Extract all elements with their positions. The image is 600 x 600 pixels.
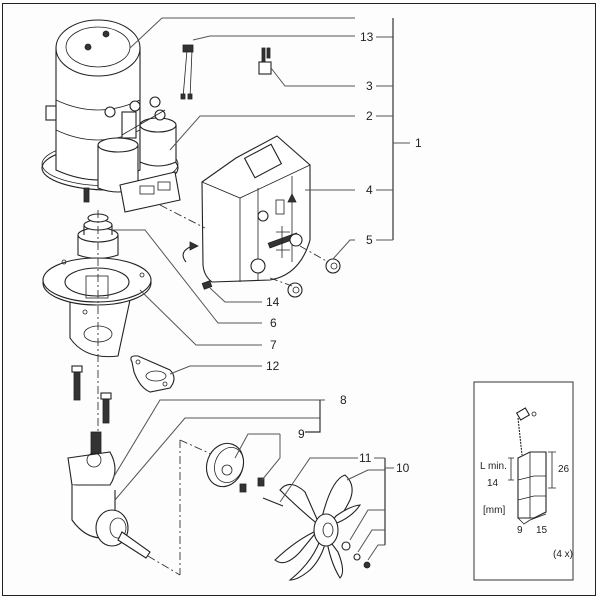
callout-3: 3 [366, 79, 373, 93]
leader-lines [112, 17, 410, 561]
callout-10: 10 [396, 461, 410, 475]
coupling-part [77, 213, 119, 260]
brush-unit: [mm] [483, 505, 505, 516]
bolt-part [71, 365, 112, 424]
cable-part [180, 44, 194, 100]
mounting-flange-part [42, 257, 152, 358]
callout-1: 1 [415, 136, 422, 150]
gearbox-part [67, 431, 151, 559]
callout-8: 8 [340, 393, 347, 407]
gasket-part [130, 355, 175, 393]
callout-9: 9 [298, 427, 305, 441]
carbon-brush-inset: 26 L min. 14 [mm] 9 15 (4 x) [473, 381, 574, 581]
callout-12: 12 [266, 359, 280, 373]
callout-4: 4 [366, 183, 373, 197]
pin-part [262, 497, 284, 507]
brush-quantity: (4 x) [553, 549, 573, 560]
motor-part [41, 19, 181, 213]
callout-7: 7 [270, 338, 277, 352]
callout-11: 11 [359, 451, 372, 465]
fan-part [274, 474, 371, 581]
callout-2: 2 [366, 109, 373, 123]
brush-clip-part [258, 47, 272, 75]
brush-l-min-label: L min. [480, 461, 507, 472]
clip-part [201, 280, 213, 290]
gearbox-axis-line [147, 555, 181, 576]
callout-5: 5 [366, 233, 373, 247]
callout-6: 6 [270, 316, 277, 330]
cover-part [182, 135, 311, 283]
assembly-axis-line [159, 204, 206, 229]
hub-part [205, 442, 265, 493]
brush-l-min-value: 14 [487, 478, 499, 489]
callout-14: 14 [266, 295, 280, 309]
brush-width-a: 9 [517, 525, 523, 536]
callout-13: 13 [360, 30, 374, 44]
brush-width-b: 15 [536, 525, 548, 536]
brush-height-value: 26 [558, 464, 570, 475]
